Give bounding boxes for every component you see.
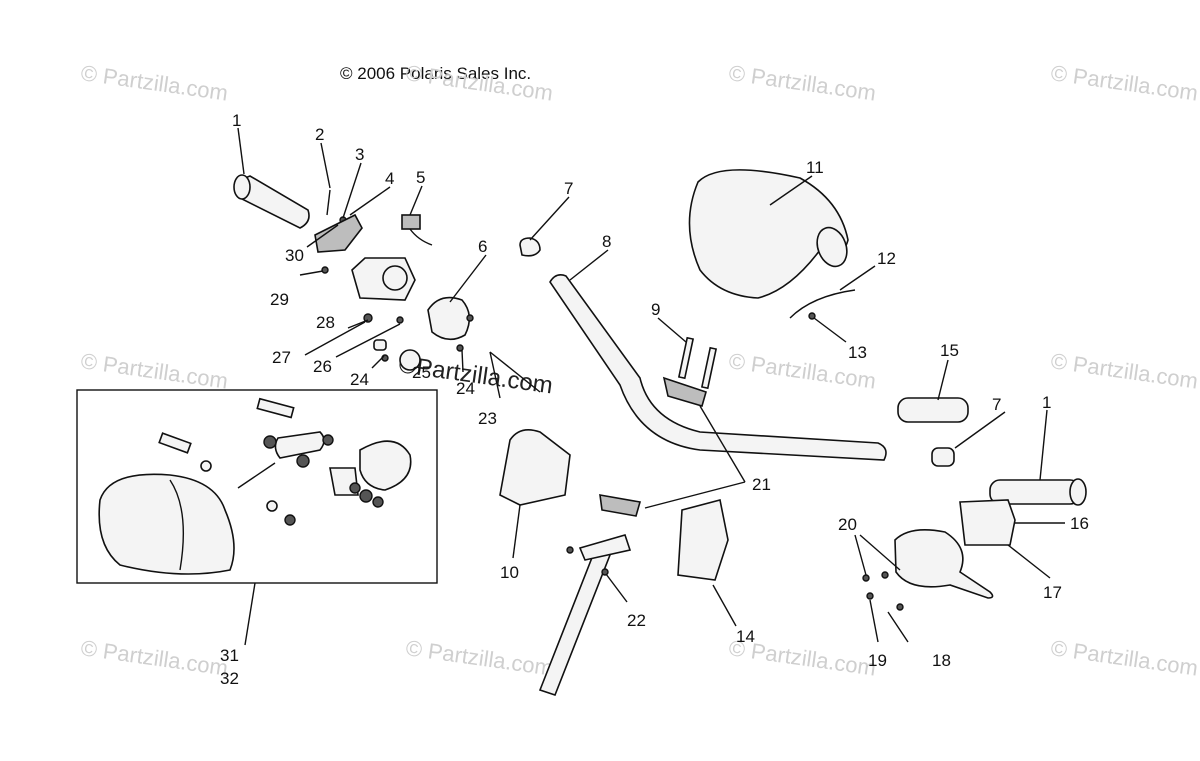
callout-5: 5 xyxy=(416,168,425,187)
master-cylinder xyxy=(959,499,1016,546)
clamp-lower xyxy=(599,494,642,517)
callouts: 1 2 3 4 5 6 7 8 9 10 11 12 13 14 15 16 1… xyxy=(220,111,1089,688)
callout-22: 22 xyxy=(627,611,646,630)
handlebar xyxy=(549,274,887,461)
washer xyxy=(322,434,334,446)
callout-1-right: 1 xyxy=(1042,393,1051,412)
switch xyxy=(401,214,421,230)
nut xyxy=(284,514,296,526)
parts xyxy=(233,169,1087,696)
callout-3: 3 xyxy=(355,145,364,164)
inset-box xyxy=(76,389,438,584)
watermark: © Partzilla.com xyxy=(1049,60,1199,105)
callout-9: 9 xyxy=(651,300,660,319)
callout-11: 11 xyxy=(806,158,824,177)
grip-left-end xyxy=(233,174,251,200)
callout-13: 13 xyxy=(848,343,867,362)
callout-19: 19 xyxy=(868,651,887,670)
watermark: © Partzilla.com xyxy=(79,348,229,393)
cover xyxy=(499,429,571,506)
callout-23: 23 xyxy=(478,409,497,428)
callout-1: 1 xyxy=(232,111,241,130)
callout-31: 31 xyxy=(220,646,239,665)
watermarks: © Partzilla.com © Partzilla.com © Partzi… xyxy=(79,60,1199,680)
washer xyxy=(359,489,373,503)
watermark: © Partzilla.com xyxy=(404,60,554,105)
callout-12: 12 xyxy=(877,249,896,268)
callout-6: 6 xyxy=(478,237,487,256)
callout-21: 21 xyxy=(752,475,771,494)
leader-lines xyxy=(237,127,1065,646)
callout-29: 29 xyxy=(270,290,289,309)
handguard-shield xyxy=(98,473,235,575)
link-plate xyxy=(274,431,325,459)
lower-cover xyxy=(677,499,729,581)
callout-14: 14 xyxy=(736,627,755,646)
callout-10: 10 xyxy=(500,563,519,582)
bar-end-plug-right xyxy=(931,447,955,467)
washer xyxy=(200,460,212,472)
callout-20: 20 xyxy=(838,515,857,534)
grip-sleeve xyxy=(897,397,969,423)
brake-lever xyxy=(894,529,994,599)
callout-2: 2 xyxy=(315,125,324,144)
callout-25: 25 xyxy=(412,363,431,382)
callout-24: 24 xyxy=(350,370,369,389)
washer xyxy=(349,482,361,494)
watermark: © Partzilla.com xyxy=(79,60,229,105)
throttle-lever xyxy=(314,213,363,253)
washer xyxy=(266,500,278,512)
callout-7-right: 7 xyxy=(992,395,1001,414)
watermark: © Partzilla.com xyxy=(1049,635,1199,680)
copyright-text: © 2006 Polaris Sales Inc. xyxy=(340,64,532,83)
callout-28: 28 xyxy=(316,313,335,332)
watermark: © Partzilla.com xyxy=(79,635,229,680)
bar-end-plug xyxy=(519,237,541,257)
watermark: © Partzilla.com xyxy=(727,60,877,105)
callout-32: 32 xyxy=(220,669,239,688)
washer xyxy=(263,435,277,449)
inset-parts xyxy=(98,397,412,575)
callout-26: 26 xyxy=(313,357,332,376)
mount-clamp xyxy=(359,440,412,491)
callout-16: 16 xyxy=(1070,514,1089,533)
callout-24b: 24 xyxy=(456,379,475,398)
callout-4: 4 xyxy=(385,169,394,188)
nut xyxy=(372,496,384,508)
bolt xyxy=(158,432,192,454)
washer xyxy=(296,454,310,468)
bolt xyxy=(256,397,295,419)
callout-15: 15 xyxy=(940,341,959,360)
callout-18: 18 xyxy=(932,651,951,670)
callout-17: 17 xyxy=(1043,583,1062,602)
callout-30: 30 xyxy=(285,246,304,265)
callout-27: 27 xyxy=(272,348,291,367)
watermark: © Partzilla.com xyxy=(404,635,554,680)
clamp-upper xyxy=(662,376,707,407)
mount-cup xyxy=(427,296,471,341)
steering-post xyxy=(538,549,612,696)
callout-8: 8 xyxy=(602,232,611,251)
watermark: © Partzilla.com xyxy=(1049,348,1199,393)
callout-7: 7 xyxy=(564,179,573,198)
